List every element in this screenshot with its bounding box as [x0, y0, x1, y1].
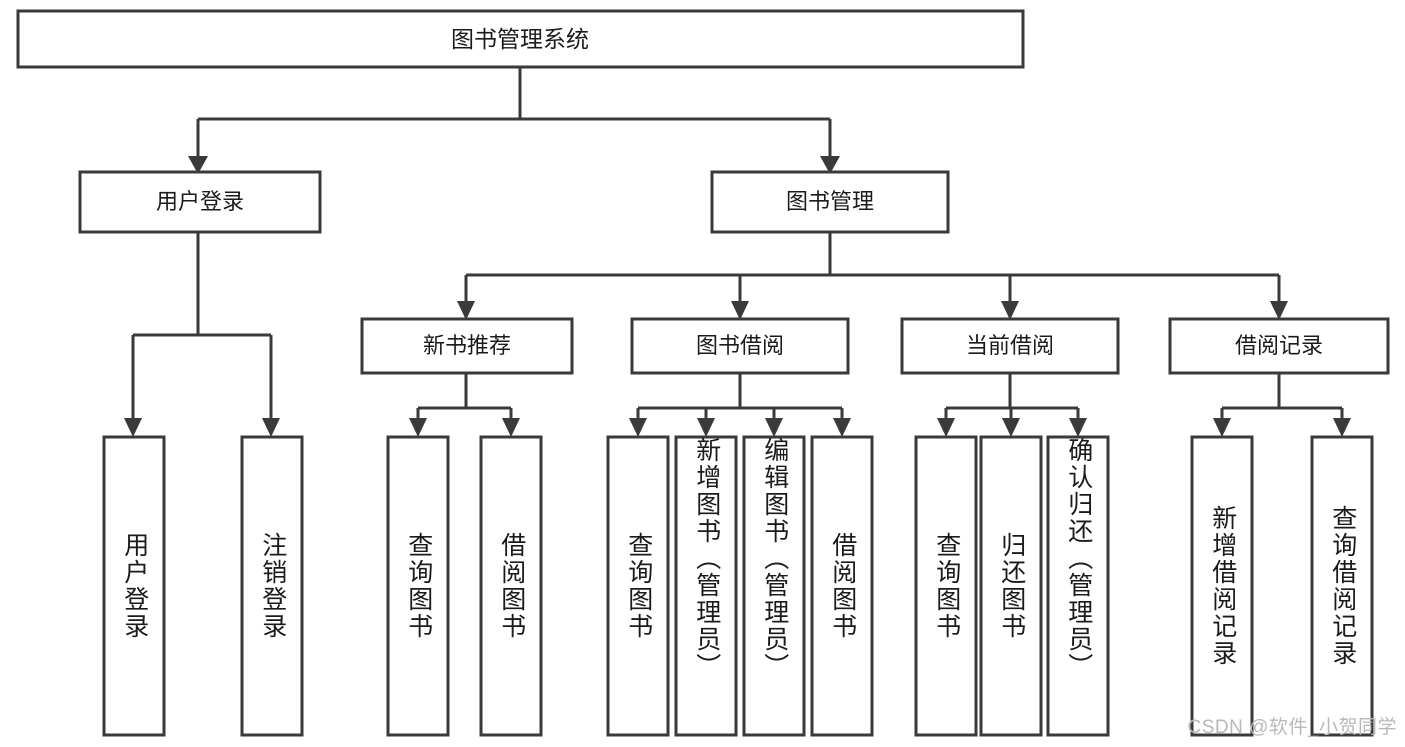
arrowhead-leaf-borrow-book-2 — [833, 418, 851, 437]
node-box-leaf-query-book-2[interactable] — [606, 435, 670, 737]
node-box-book-borrow[interactable] — [630, 317, 850, 375]
arrowhead-leaf-add-record — [1213, 418, 1231, 437]
node-box-current-borrow[interactable] — [900, 317, 1120, 375]
node-label-book-management: 图书管理 — [786, 189, 874, 214]
arrowhead-leaf-user-login — [124, 418, 142, 437]
node-box-book-management[interactable] — [710, 170, 950, 234]
arrowhead-leaf-logout — [262, 418, 280, 437]
node-box-title[interactable] — [16, 9, 1025, 69]
arrowhead-borrow-record — [1270, 301, 1288, 320]
node-box-leaf-logout-login[interactable] — [240, 435, 304, 737]
node-label-title: 图书管理系统 — [451, 26, 589, 52]
arrowhead-leaf-return-book — [1002, 418, 1020, 437]
node-label-new-book-recommend: 新书推荐 — [423, 333, 511, 358]
node-box-leaf-add-record[interactable] — [1190, 435, 1254, 737]
node-box-user-login[interactable] — [78, 170, 322, 234]
node-box-leaf-user-login[interactable] — [102, 435, 166, 737]
arrowhead-user-login — [188, 156, 208, 174]
node-box-leaf-query-record[interactable] — [1310, 435, 1374, 737]
connector-layer — [124, 67, 1351, 437]
node-box-leaf-borrow-book-2[interactable] — [810, 435, 874, 737]
arrowhead-leaf-borrow-book-1 — [502, 418, 520, 437]
arrowhead-leaf-query-book-2 — [629, 418, 647, 437]
arrowhead-leaf-query-record — [1333, 418, 1351, 437]
node-box-leaf-confirm-return[interactable] — [1046, 435, 1110, 737]
node-label-borrow-record: 借阅记录 — [1235, 333, 1323, 358]
node-box-leaf-borrow-book-1[interactable] — [479, 435, 543, 737]
arrowhead-leaf-add-book — [697, 418, 715, 437]
arrowhead-leaf-query-book-1 — [409, 418, 427, 437]
arrowhead-leaf-edit-book — [765, 418, 783, 437]
arrowhead-leaf-query-book-3 — [937, 418, 955, 437]
node-box-leaf-query-book-3[interactable] — [914, 435, 978, 737]
node-box-leaf-add-book[interactable] — [674, 435, 738, 737]
arrowhead-new-book — [457, 301, 475, 320]
node-box-new-book-recommend[interactable] — [360, 317, 574, 375]
arrowhead-leaf-confirm-return — [1069, 418, 1087, 437]
node-label-user-login: 用户登录 — [156, 189, 244, 214]
arrowhead-book-borrow — [731, 301, 749, 320]
node-box-borrow-record[interactable] — [1168, 317, 1390, 375]
arrowhead-current-borrow — [1001, 301, 1019, 320]
watermark-text: CSDN @软件_小贺同学 — [1187, 717, 1397, 738]
node-box-leaf-edit-book[interactable] — [742, 435, 806, 737]
node-label-book-borrow: 图书借阅 — [696, 333, 784, 358]
node-layer: 图书管理系统 用户登录 图书管理 新书推荐 图书借阅 当前借阅 借阅记录 — [16, 9, 1390, 737]
node-label-current-borrow: 当前借阅 — [966, 333, 1054, 358]
node-box-leaf-query-book-1[interactable] — [386, 435, 450, 737]
arrowhead-book-management — [820, 156, 840, 174]
node-box-leaf-return-book[interactable] — [979, 435, 1043, 737]
